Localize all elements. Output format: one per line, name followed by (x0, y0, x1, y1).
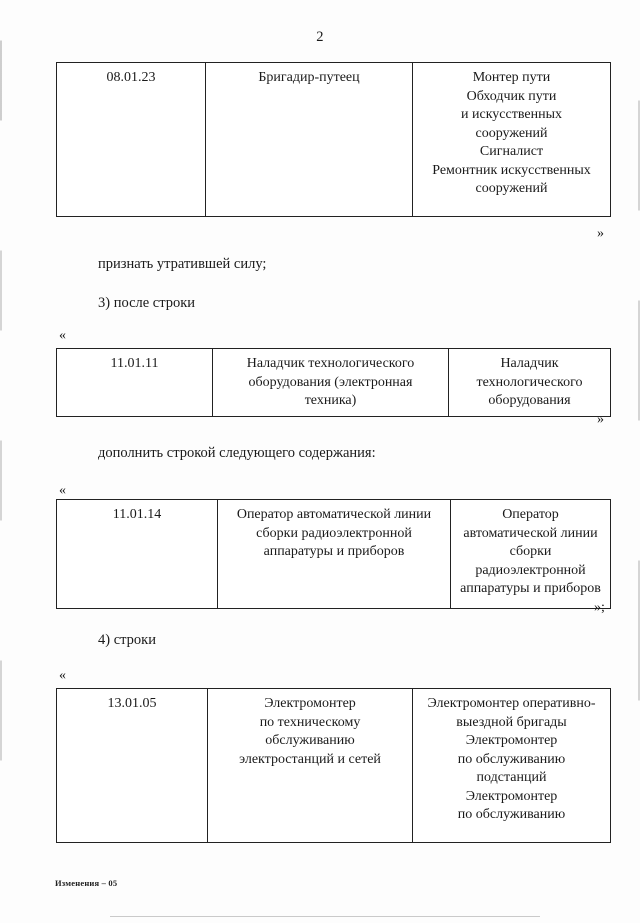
opening-guillemet-4: « (59, 668, 66, 683)
page-number: 2 (316, 29, 324, 45)
profession-line: аппаратуры и приборов (263, 544, 405, 559)
qualification-line: по обслуживанию (457, 751, 566, 767)
qualification-line: Ремонтник искусственных (432, 162, 591, 178)
table-row-11-01-11: 11.01.11 Наладчик технологического обору… (56, 348, 611, 417)
table-row-08-01-23: 08.01.23 Бригадир-путеец Монтер пути Обх… (56, 62, 611, 217)
qualification-line: сооружений (475, 125, 548, 141)
cell-code: 11.01.14 (56, 499, 218, 609)
profession-line: обслуживанию (265, 733, 355, 748)
profession-line: Наладчик технологического (246, 356, 415, 371)
profession-line: техника) (304, 393, 357, 408)
qualification-line: сборки (509, 544, 552, 559)
qualification-line: Оператор (502, 507, 559, 522)
opening-guillemet-3: « (59, 483, 66, 498)
paragraph-priznat-utrativshey-silu: признать утратившей силу; (98, 256, 267, 272)
qualification-line: Электромонтер (465, 733, 558, 748)
scan-edge-right (638, 0, 640, 923)
table-row: 08.01.23 Бригадир-путеец Монтер пути Обх… (56, 62, 611, 217)
qualification-line: Электромонтер (465, 788, 558, 804)
profession-line: Оператор автоматической линии (236, 507, 432, 522)
cell-profession: Электромонтер по техническому обслуживан… (207, 688, 413, 843)
cell-profession: Оператор автоматической линии сборки рад… (217, 499, 451, 609)
cell-code: 08.01.23 (56, 62, 206, 217)
cell-profession: Бригадир-путеец (205, 62, 413, 217)
profession-line: электростанций и сетей (239, 751, 381, 767)
qualification-line: сооружений (475, 181, 548, 196)
profession-line: по техническому (259, 714, 361, 730)
qualification-line: Электромонтер оперативно- (427, 696, 596, 711)
paragraph-item-3-posle-stroki: 3) после строки (98, 295, 196, 311)
profession-line: сборки радиоэлектронной (256, 525, 412, 541)
table-row: 11.01.11 Наладчик технологического обору… (56, 348, 611, 417)
qualification-line: автоматической линии (463, 525, 598, 541)
qualification-line: Обходчик пути (466, 88, 557, 104)
closing-guillemet-1: » (597, 226, 604, 241)
qualification-line: оборудования (488, 393, 571, 408)
closing-guillemet-2: » (597, 412, 604, 427)
cell-profession: Наладчик технологического оборудования (… (212, 348, 449, 417)
qualification-line: подстанций (476, 770, 547, 785)
cell-qualifications: Оператор автоматической линии сборки рад… (450, 499, 611, 609)
cell-qualifications: Электромонтер оперативно- выездной брига… (412, 688, 611, 843)
cell-qualifications: Монтер пути Обходчик пути и искусственны… (412, 62, 611, 217)
qualification-line: Сигналист (479, 144, 544, 159)
cell-code: 13.01.05 (56, 688, 208, 843)
scan-edge-left (0, 0, 2, 923)
table-row-13-01-05: 13.01.05 Электромонтер по техническому о… (56, 688, 611, 843)
qualification-line: по обслуживанию (457, 807, 566, 822)
closing-guillemet-3: »; (594, 600, 605, 615)
footer-revision-note: Изменения – 05 (55, 878, 118, 888)
table-row: 11.01.14 Оператор автоматической линии с… (56, 499, 611, 609)
cell-code: 11.01.11 (56, 348, 213, 417)
profession-line: Электромонтер (264, 696, 356, 711)
paragraph-item-4-stroki: 4) строки (98, 632, 156, 648)
qualification-line: и искусственных (461, 107, 562, 122)
scan-edge-bottom (110, 916, 540, 917)
table-row: 13.01.05 Электромонтер по техническому о… (56, 688, 611, 843)
table-row-11-01-14: 11.01.14 Оператор автоматической линии с… (56, 499, 611, 609)
profession-line: оборудования (электронная (248, 374, 413, 390)
qualification-line: выездной бригады (456, 714, 567, 730)
qualification-line: аппаратуры и приборов (460, 581, 601, 596)
qualification-line: технологического (476, 374, 583, 390)
qualification-line: Монтер пути (472, 70, 551, 85)
opening-guillemet-2: « (59, 328, 66, 343)
cell-qualifications: Наладчик технологического оборудования (448, 348, 611, 417)
qualification-line: Наладчик (500, 356, 559, 371)
paragraph-dopolnit-strokoy: дополнить строкой следующего содержания: (98, 445, 376, 461)
qualification-line: радиоэлектронной (475, 562, 586, 578)
